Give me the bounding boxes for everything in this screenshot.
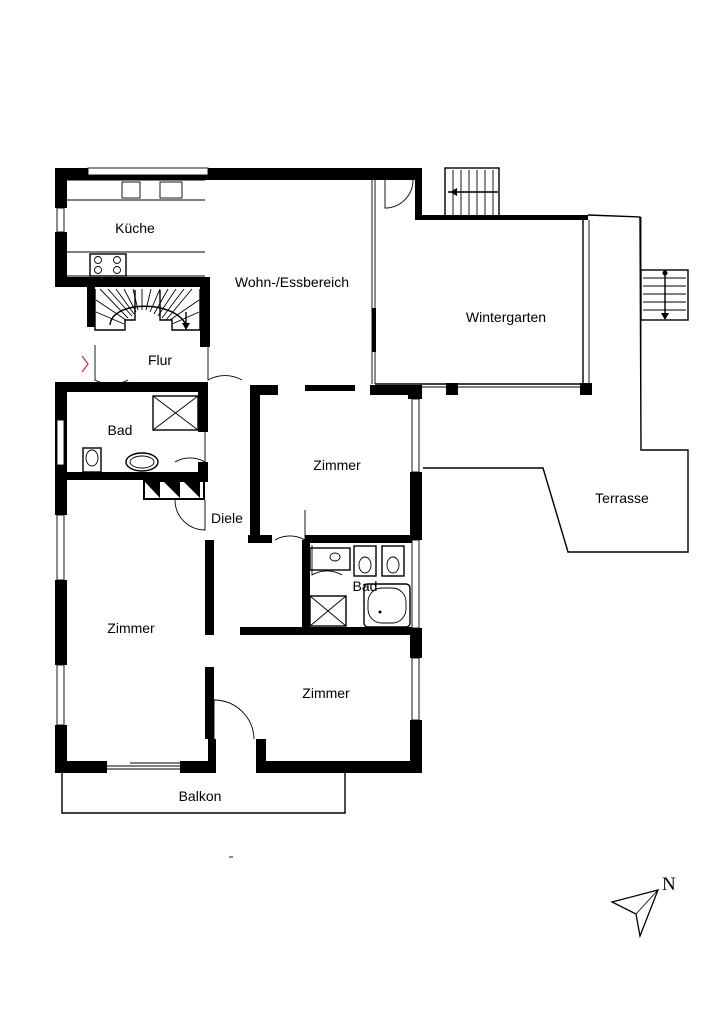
room-label-bad-2: Bad [353,578,378,594]
room-label-balkon: Balkon [179,788,222,804]
kitchen-fixtures [67,179,205,277]
room-label-wintergarten: Wintergarten [466,309,546,325]
north-arrow-icon: N [610,874,676,939]
closet-blocks [145,482,203,498]
room-label-kueche: Küche [115,220,155,236]
windows [56,167,420,770]
bathroom-fixtures [82,395,411,628]
terrasse-outline [423,214,689,553]
room-label-bad-1: Bad [108,422,133,438]
room-label-terrasse: Terrasse [595,490,649,506]
room-label-wohn-essbereich: Wohn-/Essbereich [235,274,349,290]
balkon-outline [61,773,346,814]
room-label-zimmer-2: Zimmer [107,620,155,636]
stair-top [444,167,500,217]
room-label-flur: Flur [148,352,172,368]
north-label: N [662,874,676,895]
stair-flur [94,288,201,331]
room-label-zimmer-3: Zimmer [302,685,350,701]
wintergarten-glazing [371,170,592,388]
room-label-zimmer-1: Zimmer [313,457,361,473]
room-labels: Küche Wohn-/Essbereich Wintergarten Flur… [107,220,649,804]
room-label-diele: Diele [211,510,243,526]
doors [81,179,414,740]
stair-terrasse [640,269,689,321]
